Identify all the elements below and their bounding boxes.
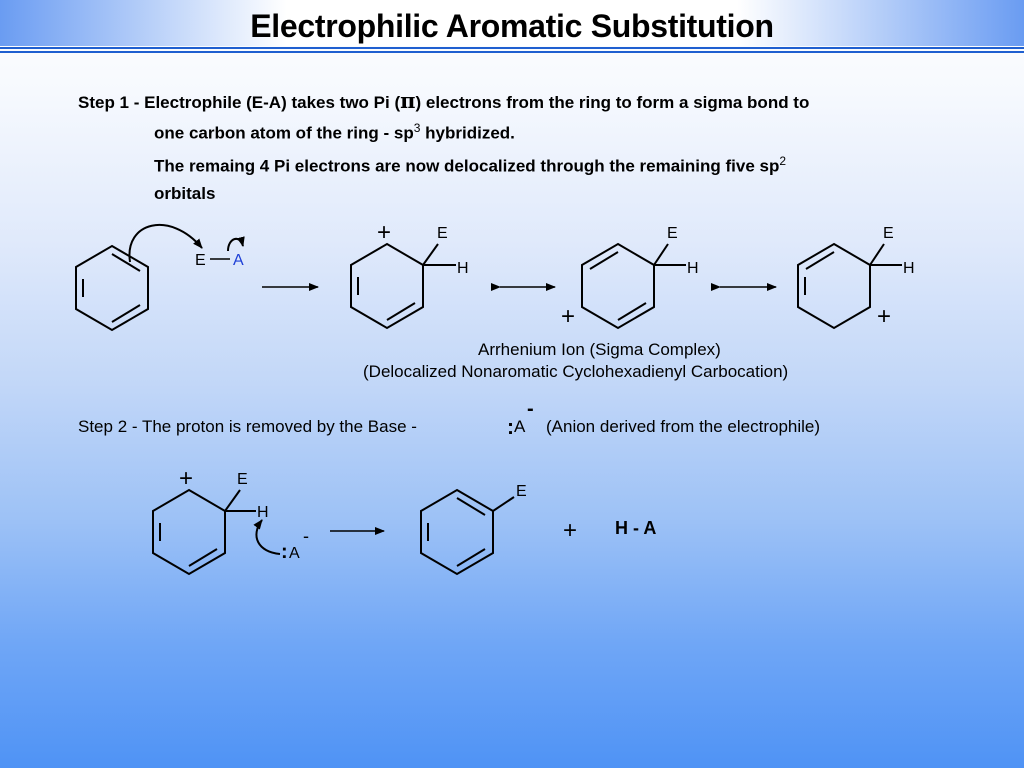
title-rule-top: [0, 47, 1024, 49]
step1-label: Step 1 - Electrophile (E-A) takes two Pi…: [78, 93, 401, 112]
step2-label: Step 2 - The proton is removed by the Ba…: [78, 417, 417, 436]
sigma-complex-3: [797, 242, 902, 330]
reagent-e-atom: E: [195, 252, 206, 269]
product-plus: +: [563, 517, 577, 544]
pi-symbol: π: [400, 88, 416, 113]
reagent-a-atom: A: [233, 252, 244, 269]
sigma1-h-atom: H: [457, 260, 469, 277]
product-ha: H - A: [615, 518, 656, 538]
step1-line2-end: hybridized.: [420, 123, 515, 143]
sigma2-plus: +: [561, 303, 575, 330]
base-colon: :: [281, 541, 288, 563]
step1-line1-rest: ) electrons from the ring to form a sigm…: [415, 93, 810, 112]
curved-arrow-bond-to-a: [227, 236, 245, 252]
step2-note: (Anion derived from the electrophile): [546, 417, 821, 436]
sigma3-h-atom: H: [903, 260, 915, 277]
sigma1-e-atom: E: [437, 225, 448, 242]
sp3-superscript: 3: [413, 121, 421, 135]
step1-line2: one carbon atom of the ring - sp3 hybrid…: [154, 121, 515, 144]
step2-h-atom: H: [257, 504, 269, 521]
step2-base-colon: :: [507, 416, 514, 439]
base-minus: -: [303, 526, 309, 546]
sigma3-e-atom: E: [883, 225, 894, 242]
sigma2-h-atom: H: [687, 260, 699, 277]
curved-arrow-pi-to-e: [128, 223, 203, 263]
sigma-complex-1: [350, 242, 456, 330]
step1-line3: The remaing 4 Pi electrons are now deloc…: [154, 154, 786, 177]
base-a-atom: A: [289, 545, 300, 562]
step1-line4: orbitals: [154, 184, 216, 203]
title-rule-bottom: [0, 51, 1024, 53]
arrhenium-label: Arrhenium Ion (Sigma Complex): [478, 340, 721, 359]
step2-base-charge: -: [527, 398, 534, 420]
step2-plus: +: [179, 465, 193, 492]
product-e-atom: E: [516, 483, 527, 500]
sigma2-e-atom: E: [667, 225, 678, 242]
sigma3-plus: +: [877, 303, 891, 330]
step2-base-atom: A: [514, 417, 526, 436]
slide-title: Electrophilic Aromatic Substitution: [250, 8, 774, 44]
step1-line1: Step 1 - Electrophile (E-A) takes two Pi…: [78, 88, 809, 113]
sp2-superscript: 2: [779, 154, 787, 168]
arrhenium-description: (Delocalized Nonaromatic Cyclohexadienyl…: [363, 362, 789, 381]
step2-sigma-complex: [152, 488, 256, 576]
sigma-complex-2: [581, 242, 686, 330]
step2-e-atom: E: [237, 471, 248, 488]
product-benzene: [420, 488, 515, 576]
sigma1-plus: +: [377, 219, 391, 246]
benzene-ring-start: [75, 244, 149, 332]
title-bar: [0, 0, 1024, 46]
step1-line3-text: The remaing 4 Pi electrons are now deloc…: [154, 156, 780, 176]
curved-arrow-base-to-h: [253, 519, 281, 555]
step1-line2-text: one carbon atom of the ring - sp: [154, 123, 414, 143]
